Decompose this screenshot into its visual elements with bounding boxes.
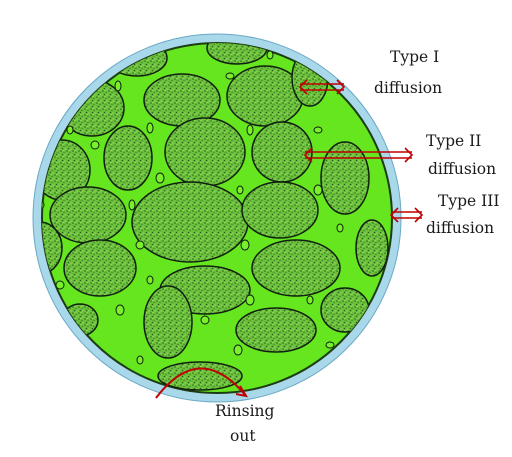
granule [236, 308, 316, 352]
granule [132, 182, 248, 262]
granule [242, 182, 318, 238]
granule [158, 362, 242, 390]
label-type3-line1: Type III [438, 192, 500, 210]
label-type1-line2: diffusion [374, 79, 442, 97]
granule [104, 126, 152, 190]
granule [64, 240, 136, 296]
label-type2-line1: Type II [426, 132, 481, 150]
label-type2-line2: diffusion [428, 160, 496, 178]
label-rinsing-line2: out [230, 427, 256, 445]
label-rinsing-line1: Rinsing [215, 402, 275, 420]
granule [356, 220, 388, 276]
granule [50, 187, 126, 243]
granule [144, 286, 192, 358]
granule [252, 240, 340, 296]
label-type3-line2: diffusion [426, 219, 494, 237]
label-type1-line1: Type I [390, 48, 439, 66]
granule [252, 122, 312, 182]
granule [165, 118, 245, 186]
